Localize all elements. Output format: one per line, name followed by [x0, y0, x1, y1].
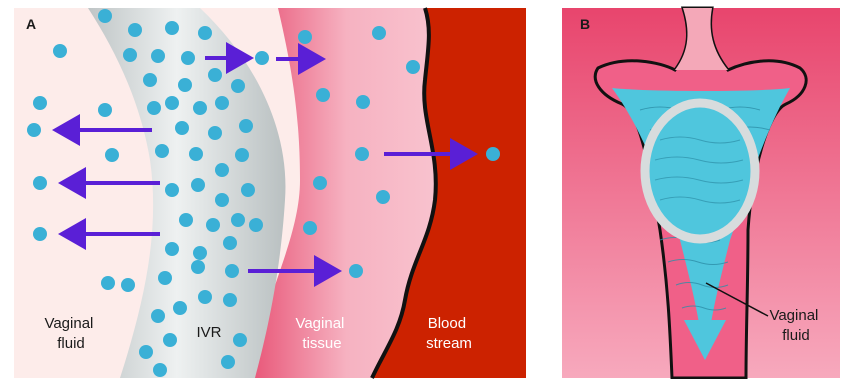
panel-b: B Vaginal fluid	[562, 8, 840, 378]
panel-a: A Vaginal fluid IVR Vaginal tissue Blood…	[14, 8, 526, 378]
panel-b-letter: B	[580, 16, 590, 32]
ivr-label: IVR	[196, 324, 221, 341]
ivr-ring	[645, 103, 755, 239]
panel-a-letter: A	[26, 16, 36, 32]
